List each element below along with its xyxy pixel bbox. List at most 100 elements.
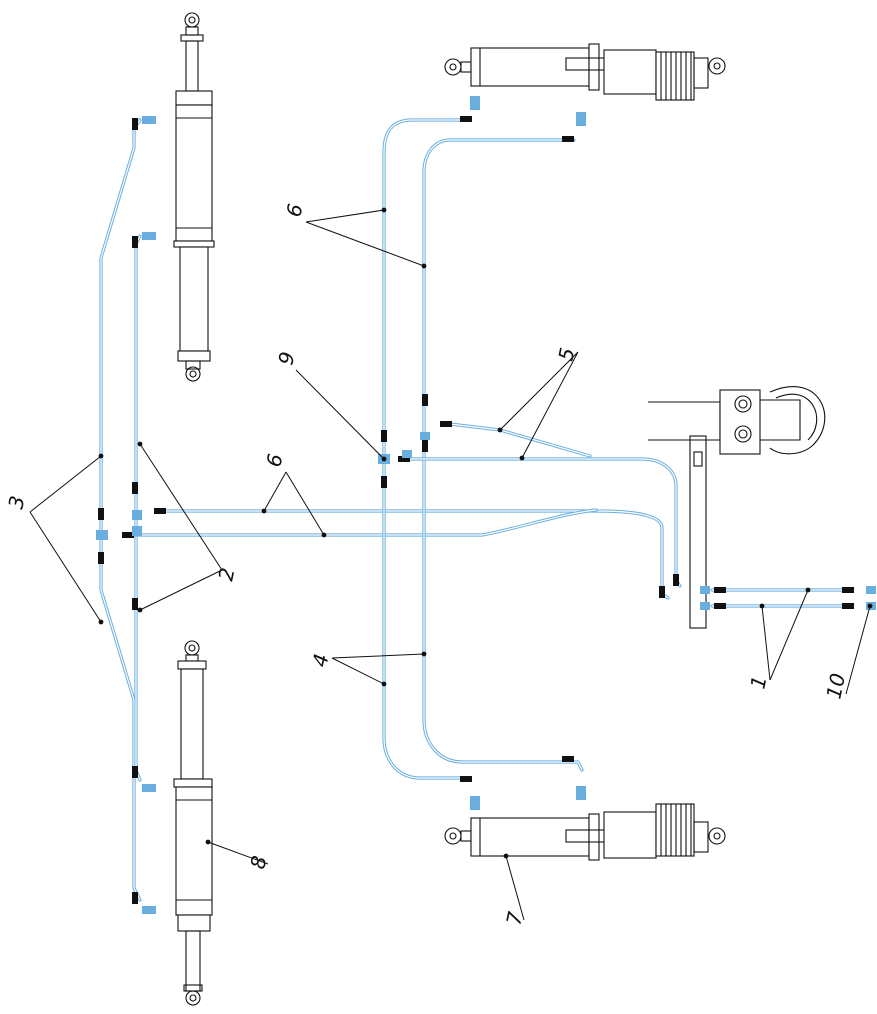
leader-6-lower [261, 471, 327, 538]
leader-dot [381, 456, 387, 462]
hose-coupler [470, 796, 480, 810]
leader-dot [261, 508, 267, 514]
hose-2 [134, 234, 142, 782]
hose-coupler [402, 450, 412, 458]
leader-4 [331, 651, 427, 687]
spring-coil-bottom [655, 803, 695, 857]
hose-5 [448, 422, 592, 458]
crimp-sleeve [381, 476, 387, 488]
crimp-sleeve [132, 118, 138, 130]
leader-dot [381, 207, 387, 213]
crimp-sleeve [132, 892, 138, 904]
callout-10: 10 [821, 671, 850, 701]
leader-dot [805, 587, 811, 593]
leader-dot [421, 651, 427, 657]
hose-6-lower-b [126, 508, 598, 537]
hose-coupler [132, 526, 142, 536]
hydraulic-cylinder-left-top [173, 12, 215, 382]
callout-9: 9 [273, 350, 299, 367]
crimp-sleeve [562, 756, 574, 762]
crimp-sleeve [398, 456, 410, 462]
crimp-sleeve [659, 586, 665, 598]
crimp-sleeve [122, 532, 134, 538]
leader-2 [137, 441, 223, 613]
leader-6-upper [305, 207, 427, 269]
leader-8 [205, 839, 269, 865]
leader-dot [137, 441, 143, 447]
crimp-sleeve [132, 236, 138, 248]
crimp-sleeve [381, 430, 387, 442]
callout-6-upper: 6 [281, 202, 307, 219]
callout-labels: 1 2 3 4 5 6 6 7 8 9 10 [3, 202, 850, 927]
crimp-sleeve [460, 776, 472, 782]
hose-coupler [700, 602, 710, 610]
crimp-sleeve [132, 482, 138, 494]
hose-coupler [142, 784, 156, 792]
callout-leaders [29, 207, 873, 921]
crimp-sleeve [422, 440, 428, 452]
leader-3 [29, 453, 104, 625]
hose-9 [402, 457, 682, 588]
leader-9 [295, 369, 387, 462]
hose-coupler [96, 530, 108, 540]
callout-5: 5 [553, 346, 579, 363]
hose-coupler [142, 232, 156, 240]
leader-dot [867, 603, 873, 609]
leader-dot [519, 455, 525, 461]
hose-network [99, 118, 852, 902]
leader-10 [845, 603, 873, 695]
leader-dot [759, 603, 765, 609]
leader-dot [137, 607, 143, 613]
callout-7: 7 [501, 909, 527, 927]
hose-coupler [420, 432, 430, 440]
callout-1: 1 [745, 674, 771, 691]
hose-coupler [576, 112, 586, 126]
leader-7 [503, 853, 525, 921]
hose-coupler [470, 96, 480, 110]
callout-3: 3 [3, 494, 29, 511]
crimp-sleeve [440, 421, 452, 427]
hose-6-upper-b [422, 138, 584, 772]
callout-2: 2 [213, 566, 239, 583]
crimp-sleeve [673, 574, 679, 586]
spring-coil-top [655, 51, 695, 101]
leader-1 [759, 587, 811, 681]
hose-coupler [866, 586, 876, 594]
leader-dot [503, 853, 509, 859]
crimp-sleeve [842, 603, 854, 609]
hose-6-upper-a [382, 118, 464, 780]
crimp-sleeve [132, 598, 138, 610]
crimp-sleeve [842, 587, 854, 593]
hose-coupler [142, 906, 156, 914]
crimp-sleeve [714, 603, 726, 609]
callout-6-lower: 6 [261, 452, 287, 469]
leader-dot [98, 619, 104, 625]
leader-dot [381, 681, 387, 687]
leader-dot [98, 453, 104, 459]
crimp-sleeve [98, 552, 104, 564]
hose-coupler [132, 510, 142, 520]
hose-coupler [700, 586, 710, 594]
hose-coupler [142, 116, 156, 124]
fittings [96, 96, 876, 914]
crimp-sleeve [98, 508, 104, 520]
crimp-sleeve [154, 508, 166, 514]
callout-8: 8 [245, 854, 271, 871]
crimp-sleeve [714, 587, 726, 593]
leader-dot [497, 427, 503, 433]
leader-dot [321, 532, 327, 538]
hose-3 [99, 118, 142, 902]
hose-coupler [576, 786, 586, 800]
hydraulic-cylinder-right-bottom [444, 803, 726, 861]
leader-dot [421, 263, 427, 269]
crimp-sleeve [422, 394, 428, 406]
hose-6-lower-a [158, 509, 670, 600]
hydraulic-cylinder-left-bottom [173, 640, 213, 1006]
crimp-sleeve [460, 116, 472, 122]
valve-block-bracket [648, 386, 826, 629]
crimp-sleeve [132, 766, 138, 778]
leader-dot [205, 839, 211, 845]
callout-4: 4 [307, 652, 333, 669]
hydraulic-cylinder-right-top [444, 43, 726, 101]
